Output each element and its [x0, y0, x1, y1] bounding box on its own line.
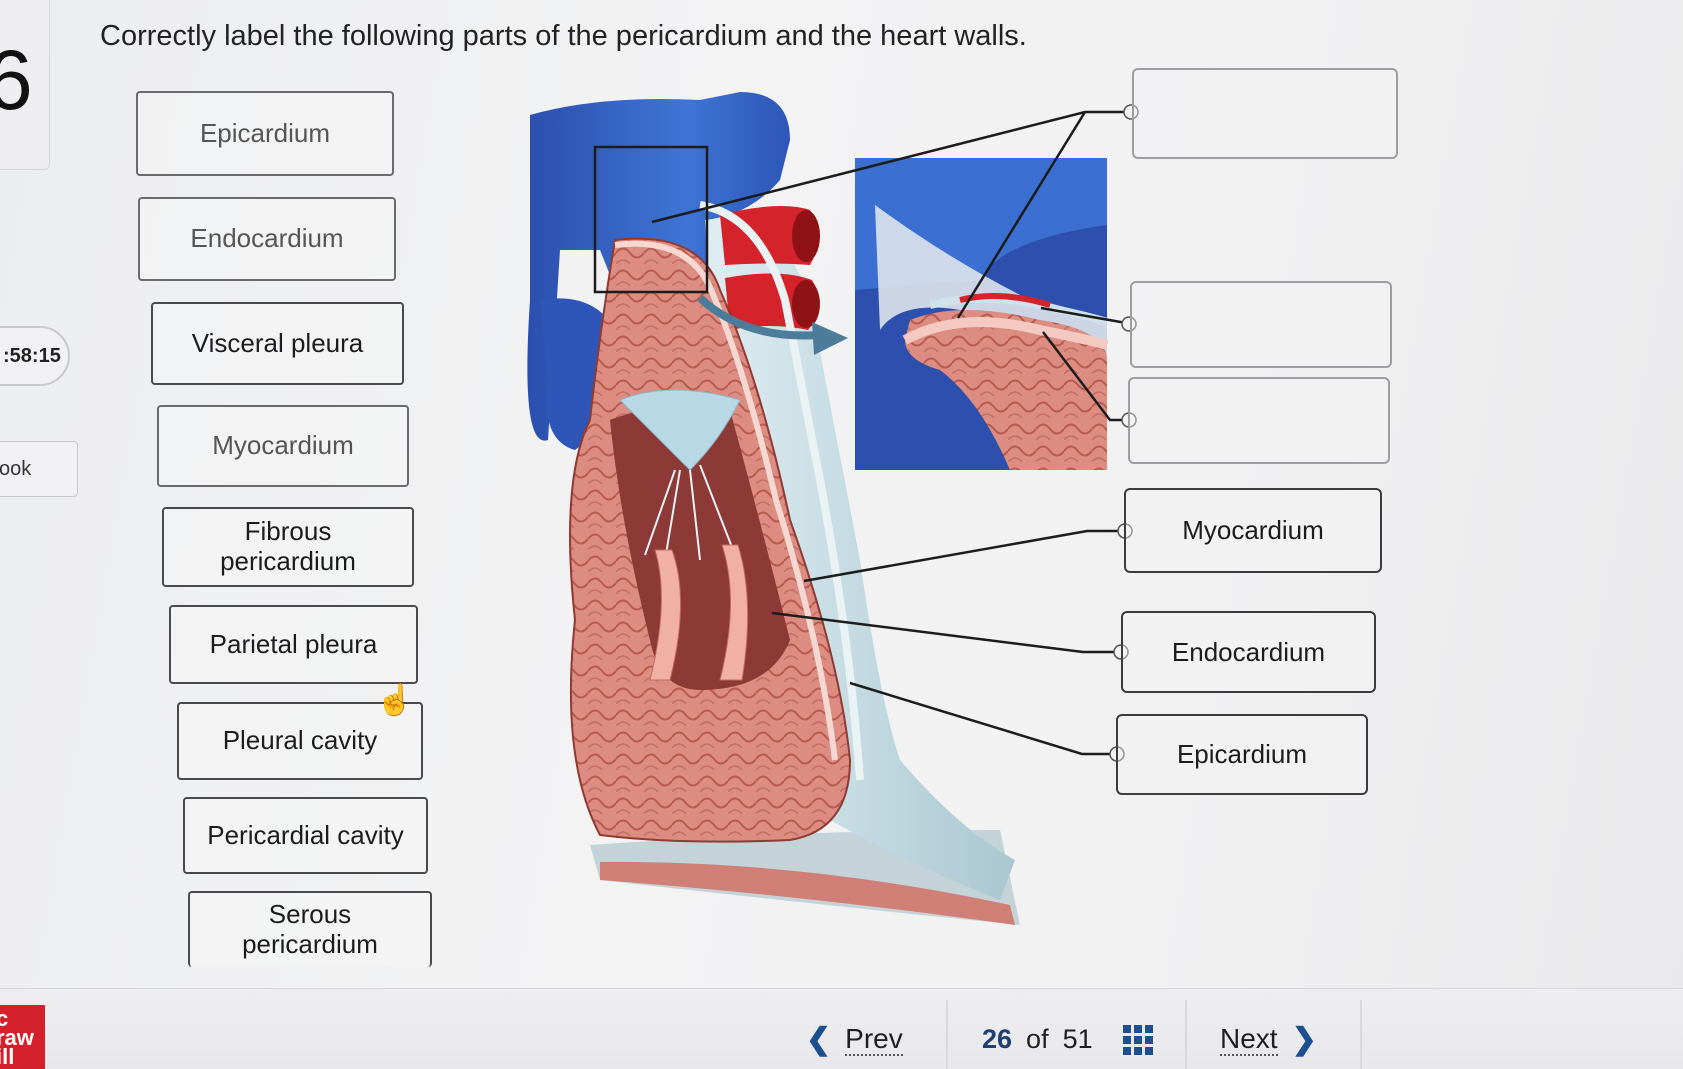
- epicardium-lining: [699, 201, 864, 781]
- label-chip-visceral-pleura[interactable]: Visceral pleura: [151, 302, 404, 385]
- drop-target-text: Myocardium: [1182, 515, 1324, 545]
- drop-target-3[interactable]: [1128, 377, 1390, 464]
- label-chip-text: Epicardium: [199, 117, 331, 148]
- publisher-logo: c raw ill: [0, 1005, 45, 1069]
- label-chip-text: Pleural cavity: [222, 725, 378, 756]
- zoom-selection-box: [593, 145, 709, 294]
- total-pages: 51: [1062, 1024, 1093, 1054]
- chevron-right-icon: ❯: [1291, 1023, 1317, 1056]
- drop-target-1[interactable]: [1132, 68, 1398, 159]
- question-prompt: Correctly label the following parts of t…: [100, 20, 1027, 52]
- leader-lines: [651, 110, 1133, 756]
- question-grid-icon[interactable]: [1122, 1024, 1153, 1055]
- logo-line: c: [0, 1006, 9, 1031]
- label-chip-pleural-cavity[interactable]: Pleural cavity: [177, 702, 423, 780]
- label-chip-text: Myocardium: [212, 430, 354, 461]
- label-chip-serous-pericardium[interactable]: Serous pericardium: [188, 891, 432, 967]
- label-chip-text: Endocardium: [190, 223, 344, 254]
- label-chip-myocardium[interactable]: Myocardium: [157, 405, 409, 487]
- question-number-digit: 6: [0, 33, 33, 127]
- zoom-arrow-head: [812, 322, 848, 355]
- next-button[interactable]: Next ❯: [1220, 1022, 1317, 1057]
- drop-target-2[interactable]: [1130, 281, 1392, 368]
- drop-target-text: Endocardium: [1171, 636, 1326, 667]
- logo-line: raw: [0, 1025, 34, 1050]
- drop-target-myocardium[interactable]: Myocardium: [1124, 488, 1382, 573]
- aorta: [725, 273, 820, 330]
- ebook-button[interactable]: ook: [0, 441, 78, 497]
- sidebar-panel: 6: [0, 0, 50, 170]
- chevron-left-icon: ❮: [806, 1023, 832, 1056]
- drop-target-text: Epicardium: [1176, 739, 1308, 769]
- hand-cursor-icon: ☝: [376, 684, 414, 717]
- label-chip-text: Parietal pleura: [209, 628, 378, 659]
- footer-bar: [0, 988, 1683, 1069]
- pulmonary-artery: [720, 206, 818, 265]
- pericardium-layer: [700, 200, 1015, 900]
- logo-line: ill: [0, 1044, 15, 1069]
- myocardium-wall: [569, 237, 852, 843]
- timer-display: :58:15: [0, 326, 70, 386]
- chordae-tendineae: [644, 464, 736, 561]
- ventricle-cavity: [610, 406, 790, 690]
- nav-divider: [1185, 1000, 1187, 1069]
- label-chip-pericardial-cavity[interactable]: Pericardial cavity: [183, 797, 428, 874]
- nav-divider: [946, 1000, 948, 1069]
- label-chip-endocardium[interactable]: Endocardium: [138, 197, 396, 281]
- prev-button[interactable]: ❮ Prev: [806, 1022, 903, 1057]
- heart-valve: [619, 389, 741, 471]
- label-chip-text: Pericardial cavity: [207, 819, 404, 850]
- current-page: 26: [982, 1024, 1013, 1054]
- prev-label: Prev: [845, 1022, 903, 1056]
- right-atrium: [540, 298, 622, 450]
- label-chip-epicardium[interactable]: Epicardium: [136, 91, 394, 176]
- next-label: Next: [1220, 1022, 1278, 1056]
- label-chip-text: Serous pericardium: [242, 899, 378, 959]
- label-chip-parietal-pleura[interactable]: Parietal pleura: [169, 605, 418, 684]
- drop-target-epicardium[interactable]: Epicardium: [1116, 714, 1368, 795]
- diaphragm-muscle: [600, 861, 1015, 925]
- zoom-arrow: [697, 295, 821, 340]
- vena-cava: [527, 92, 790, 441]
- page-indicator: 26 of 51: [982, 1024, 1153, 1055]
- nav-divider: [1360, 1000, 1362, 1069]
- magnified-inset: [855, 158, 1109, 470]
- drop-target-endocardium[interactable]: Endocardium: [1121, 611, 1376, 693]
- label-chip-text: Visceral pleura: [191, 327, 364, 358]
- endocardium-lining: [614, 240, 838, 761]
- label-chip-text: Fibrous pericardium: [220, 516, 356, 576]
- of-label: of: [1026, 1024, 1049, 1054]
- label-chip-fibrous-pericardium[interactable]: Fibrous pericardium: [162, 507, 414, 587]
- fibrous-tissue-base: [590, 830, 1020, 925]
- papillary-muscles: [649, 544, 749, 681]
